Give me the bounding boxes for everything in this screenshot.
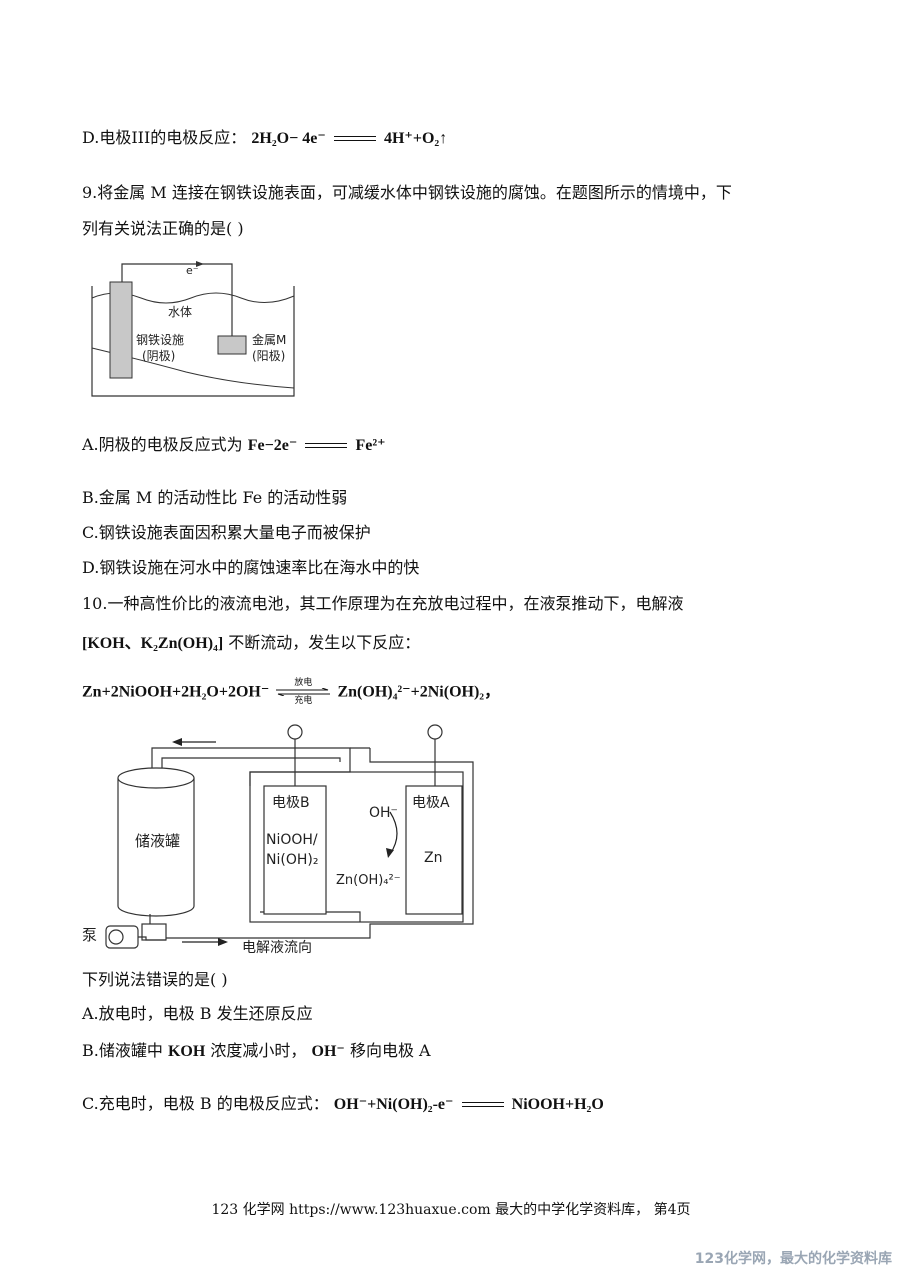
- q10-electrode-a-mat: Zn: [424, 850, 442, 866]
- q9-stem-line2: 列有关说法正确的是( ): [82, 219, 244, 238]
- q9-option-a-text: A.阴极的电极反应式为: [82, 435, 243, 454]
- q9-option-b: B.金属 M 的活动性比 Fe 的活动性弱: [82, 488, 348, 507]
- q10-option-c-text: C.充电时，电极 B 的电极反应式：: [82, 1094, 329, 1113]
- q10-arrow-top: 放电: [294, 678, 313, 688]
- q10-option-b-end: 移向电极 A: [349, 1041, 431, 1060]
- q10-oh-label: OH⁻: [369, 805, 398, 821]
- q10-electrode-b-mat1: NiOOH/: [266, 832, 318, 848]
- q10-flow-label: 电解液流向: [242, 940, 312, 956]
- q10-electrode-a-label: 电极A: [412, 795, 450, 811]
- watermark: 123化学网，最大的化学资料库: [694, 1251, 892, 1267]
- q9-option-c: C.钢铁设施表面因积累大量电子而被保护: [82, 523, 371, 542]
- q10-electrode-b-mat2: Ni(OH)₂: [266, 852, 318, 868]
- q8-option-d-text: D.电极III的电极反应：: [82, 128, 247, 147]
- q10-question: 下列说法错误的是( ): [82, 970, 228, 989]
- q10-option-b-text: B.储液罐中: [82, 1041, 163, 1060]
- q10-reaction-left: Zn+2NiOOH+2H₂O+2OH⁻: [82, 683, 270, 701]
- q10-arrow-bottom: 充电: [294, 696, 313, 706]
- q9-option-a: A.阴极的电极反应式为 Fe−2e⁻ Fe²⁺: [82, 435, 386, 456]
- equals-arrow-icon: [461, 1100, 504, 1110]
- q9-metal-label2: (阳极): [252, 349, 285, 363]
- q10-option-a: A.放电时，电极 B 发生还原反应: [82, 1004, 313, 1023]
- equals-arrow-icon: [305, 441, 348, 451]
- q8-option-d-formula: 2H₂O− 4e⁻: [251, 130, 326, 147]
- q10-option-c: C.充电时，电极 B 的电极反应式： OH⁻+Ni(OH)₂-e⁻ NiOOH+…: [82, 1094, 604, 1115]
- page-footer: 123 化学网 https://www.123huaxue.com 最大的中学化…: [211, 1202, 691, 1218]
- q9-water-label: 水体: [168, 305, 192, 319]
- q10-reaction-right: Zn(OH)₄²⁻+2Ni(OH)₂，: [337, 683, 501, 701]
- q10-electrode-b-label: 电极B: [272, 795, 310, 811]
- q10-stem-line2-text: 不断流动，发生以下反应：: [228, 633, 421, 652]
- q9-metal-label1: 金属M: [252, 332, 286, 347]
- q10-zincate-label: Zn(OH)₄²⁻: [336, 873, 401, 888]
- q10-stem-line1: 10.一种高性价比的液流电池，其工作原理为在充放电过程中，在液泵推动下，电解液: [82, 594, 684, 613]
- q8-option-d-product: 4H⁺+O₂↑: [383, 130, 448, 147]
- q10-reaction: Zn+2NiOOH+2H₂O+2OH⁻ 放电 充电 Zn(OH)₄²⁻+2Ni(…: [82, 678, 500, 706]
- q10-tank-label: 储液罐: [135, 832, 180, 850]
- q10-option-b: B.储液罐中 KOH 浓度减小时， OH⁻ 移向电极 A: [82, 1041, 431, 1062]
- q10-option-b-formula1: KOH: [167, 1043, 206, 1060]
- q9-stem-line1: 9.将金属 M 连接在钢铁设施表面，可减缓水体中钢铁设施的腐蚀。在题图所示的情境…: [82, 183, 732, 202]
- equals-arrow-icon: [333, 134, 376, 144]
- q9-steel-label2: (阴极): [142, 349, 175, 363]
- q9-option-a-formula: Fe−2e⁻: [247, 437, 298, 454]
- q8-option-d: D.电极III的电极反应： 2H₂O− 4e⁻ 4H⁺+O₂↑: [82, 128, 447, 149]
- q10-pump-label: 泵: [82, 926, 97, 944]
- q10-option-b-mid: 浓度减小时，: [210, 1041, 307, 1060]
- q9-steel-label1: 钢铁设施: [136, 333, 184, 347]
- q10-electrolyte-formula: [KOH、K₂Zn(OH)₄]: [82, 635, 224, 652]
- q10-flow-battery-diagram: 储液罐 电极B NiOOH/ Ni(OH)₂ OH⁻ Zn(OH)₄²⁻ 电极A…: [82, 724, 474, 956]
- q10-option-c-product: NiOOH+H₂O: [511, 1096, 604, 1113]
- q9-electron-label: e⁻: [186, 264, 199, 277]
- q10-option-c-formula: OH⁻+Ni(OH)₂-e⁻: [333, 1096, 454, 1113]
- q10-stem-line2: [KOH、K₂Zn(OH)₄] 不断流动，发生以下反应：: [82, 633, 420, 654]
- q10-option-b-formula2: OH⁻: [311, 1043, 345, 1060]
- q9-corrosion-diagram: e⁻ 水体 钢铁设施 (阴极) 金属M (阳极): [91, 261, 295, 397]
- q9-option-a-product: Fe²⁺: [355, 437, 386, 454]
- q9-option-d: D.钢铁设施在河水中的腐蚀速率比在海水中的快: [82, 558, 420, 577]
- reversible-arrow-icon: 放电 充电: [274, 678, 332, 706]
